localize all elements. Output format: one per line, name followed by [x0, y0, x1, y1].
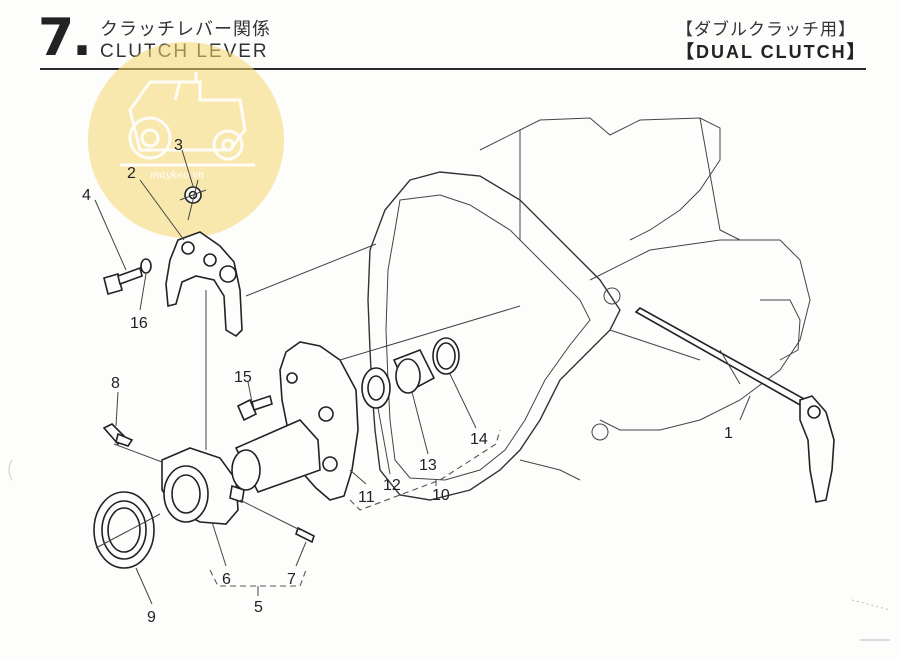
housing-outline: [367, 117, 811, 501]
group-brackets: [209, 429, 501, 596]
callout-3: 3: [174, 137, 183, 154]
part-14-snap-ring: [432, 337, 460, 375]
callout-5: 5: [254, 599, 263, 616]
leader-lines: [94, 149, 751, 605]
tractor-logo-icon: [120, 72, 255, 167]
callout-13: 13: [419, 457, 437, 474]
part-9-release-bearing: [93, 491, 155, 569]
callout-11: 11: [358, 489, 375, 506]
header-rule: [40, 68, 866, 70]
callout-15: 15: [234, 369, 252, 386]
part-4-bolt: [103, 266, 143, 295]
section-number: 7.: [38, 8, 92, 68]
callout-12: 12: [383, 477, 401, 494]
callout-16: 16: [130, 315, 148, 332]
watermark-text: maykeo.vn: [150, 170, 204, 181]
part-1-clutch-shaft: [634, 307, 835, 503]
callout-7: 7: [287, 571, 296, 588]
assembly-axis-lines: [95, 179, 521, 549]
variant-label-jp: 【ダブルクラッチ用】: [676, 20, 856, 40]
part-16-washer: [140, 258, 152, 274]
part-2-lever-fork: [165, 231, 243, 338]
callout-labels: 1 2 3 4 5 6 7 8 9 10 11 12 13 14 15 16: [82, 137, 733, 626]
part-6-release-hub: [161, 447, 245, 525]
section-title-jp: クラッチレバー関係: [100, 19, 271, 40]
watermark-logo: maykeo.vn: [88, 42, 284, 238]
callout-4: 4: [82, 187, 91, 204]
callout-14: 14: [470, 431, 488, 448]
scan-marks: [8, 459, 891, 641]
callout-8: 8: [111, 375, 120, 392]
variant-label-en: 【DUAL CLUTCH】: [676, 42, 867, 62]
part-8-grease-nipple: [102, 423, 134, 447]
callout-6: 6: [222, 571, 231, 588]
part-12-oil-seal: [361, 367, 391, 409]
part-11-bearing-holder: [231, 341, 359, 501]
part-13-needle-bearing: [392, 348, 436, 394]
callout-10: 10: [432, 487, 450, 504]
part-15-bolt: [236, 394, 273, 422]
callout-1: 1: [724, 425, 733, 442]
callout-2: 2: [127, 165, 136, 182]
callout-9: 9: [147, 609, 156, 626]
part-7-pin: [295, 526, 315, 544]
